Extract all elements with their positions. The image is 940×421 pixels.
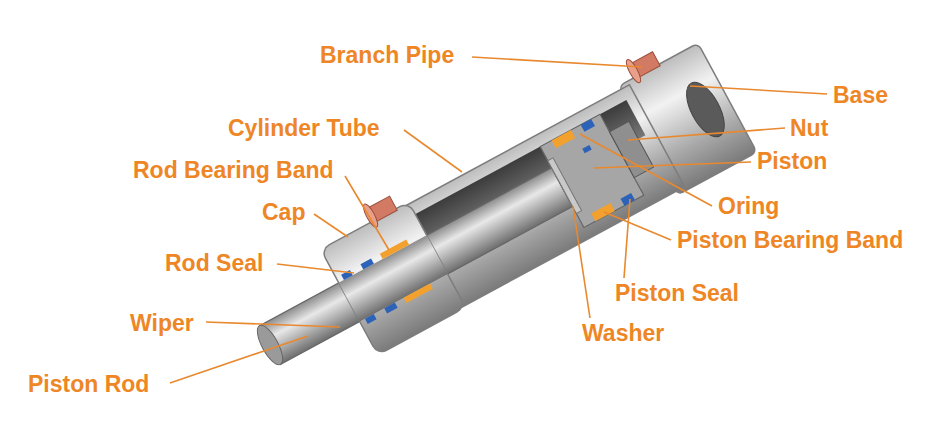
piston-bearing-band [591,203,615,221]
leader-line [580,134,712,206]
rod-bearing-band [404,283,433,303]
piston-seal [621,193,635,206]
leader-line [628,128,785,140]
piston-bearing-band [552,130,576,148]
part-label: Oring [718,193,779,219]
leader-lines [170,57,827,383]
cap [321,202,466,355]
branch-pipe-top [624,58,643,85]
leader-line [277,264,354,273]
rod-in-cap [339,235,448,321]
rod-seal [360,259,373,270]
leader-line [594,162,751,168]
leader-line [624,199,630,278]
part-label: Piston Seal [615,280,739,306]
part-label: Piston Bearing Band [677,227,903,253]
part-label: Cap [262,199,305,225]
leader-line [206,322,340,327]
part-label: Rod Seal [165,250,263,276]
leader-line [604,212,671,240]
part-label: Cylinder Tube [228,115,380,141]
part-label: Piston [757,148,827,174]
o-ring [582,145,591,153]
part-label: Wiper [130,310,194,336]
part-label: Rod Bearing Band [133,157,334,183]
cylinder-body [224,26,756,403]
part-label: Washer [582,320,664,346]
part-label: Base [833,82,888,108]
nut [609,121,653,177]
leader-line [404,130,462,172]
leader-line [314,214,348,237]
part-label: Nut [790,115,828,141]
leader-line [170,336,308,383]
piston-rod [260,168,573,365]
washer [548,158,582,214]
leader-line [472,57,642,67]
leader-line [573,206,590,318]
leader-line [345,176,389,250]
piston-seal [581,119,595,132]
part-label: Piston Rod [28,371,149,397]
leader-line [690,86,827,94]
wiper [365,314,377,324]
rod-seal [384,303,397,314]
part-label: Branch Pipe [320,42,454,68]
